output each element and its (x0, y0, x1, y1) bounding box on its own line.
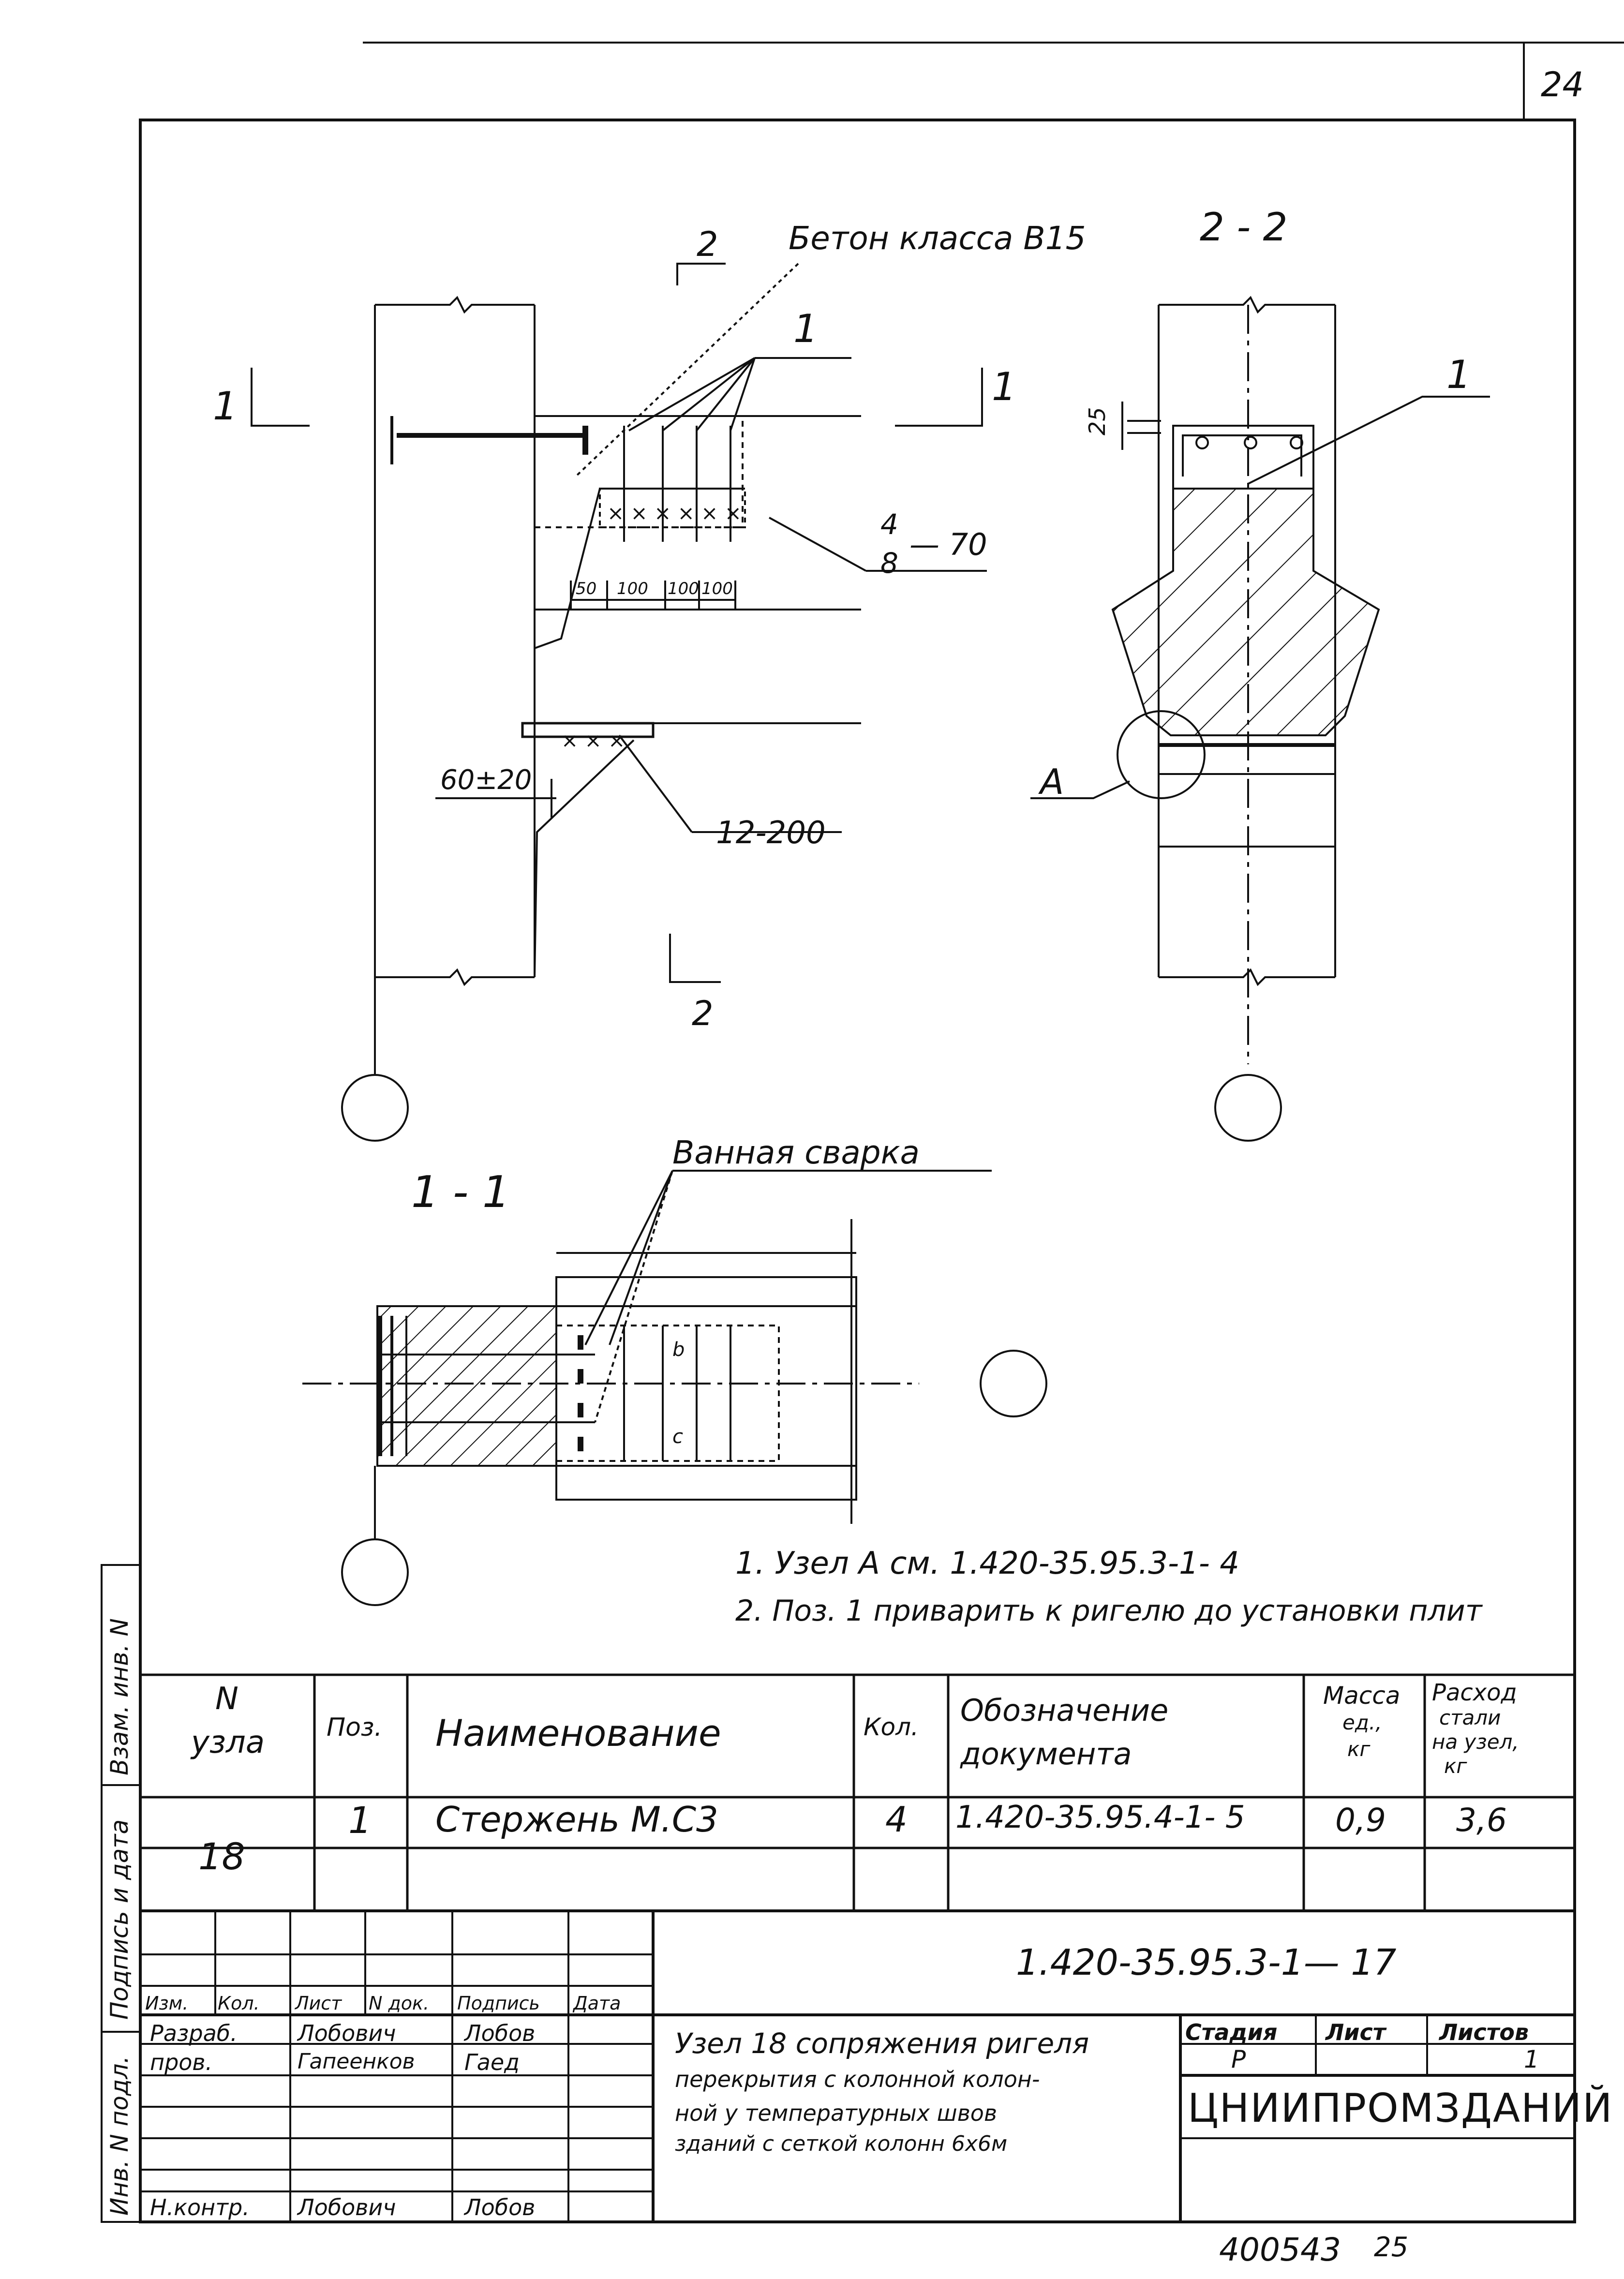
row-node: 18 (198, 1835, 245, 1878)
svg-text:× × × × × ×: × × × × × × (607, 501, 742, 525)
section-1-mark-right: 1 (992, 364, 1016, 409)
organization-name: ЦНИИПРОМЗДАНИЙ (1188, 2085, 1613, 2131)
hdr-mass-2: ед., (1342, 1711, 1382, 1734)
stamp-number: 400543 (1219, 2231, 1341, 2268)
section-1-1-view (302, 1170, 1047, 1606)
hdr-pos: Поз. (327, 1713, 383, 1742)
row-steel: 3,6 (1456, 1802, 1507, 1839)
hdr-node-n: N (215, 1681, 238, 1717)
hdr-node-uzla: узла (191, 1725, 265, 1760)
position-leader-1: 1 (793, 306, 818, 351)
norm-control-sign: Лобов (464, 2194, 536, 2220)
sheets-count: 1 (1524, 2045, 1539, 2073)
section-2-2-title: 2 - 2 (1200, 205, 1288, 250)
checker-name: Гапеенков (298, 2049, 415, 2074)
svg-text:× × ×: × × × (561, 729, 625, 752)
row-mass: 0,9 (1335, 1802, 1386, 1839)
spacing-100-b: 100 (668, 579, 699, 598)
developer-sign: Лобов (464, 2020, 536, 2046)
side-sign-date-label: Подпись и дата (105, 1819, 134, 2020)
node-A-label: A (1040, 761, 1064, 802)
rev-hdr-list: Лист (295, 1993, 342, 2014)
hdr-name: Наименование (435, 1712, 721, 1755)
doc-code: 1.420-35.95.3-1— 17 (1016, 1942, 1397, 1983)
elevation-view: × × × × × × × × × (251, 263, 987, 1142)
weld-fraction-den: 8 (880, 547, 898, 580)
title-block-grid (140, 1911, 1575, 2222)
note-2: 2. Поз. 1 приварить к ригелю до установк… (735, 1594, 1482, 1628)
hdr-mass-3: кг (1347, 1737, 1371, 1761)
rebar-b: b (672, 1339, 685, 1361)
row-pos: 1 (348, 1799, 372, 1842)
rev-hdr-sign: Подпись (457, 1993, 540, 2014)
bath-weld-label: Ванная сварка (672, 1134, 920, 1171)
sheet-label: Лист (1326, 2019, 1386, 2045)
section-2-mark-bottom: 2 (692, 994, 714, 1033)
rev-hdr-izm: Изм. (145, 1993, 189, 2014)
desc-line-4: зданий с сеткой колонн 6х6м (675, 2131, 1008, 2156)
hdr-doc-1: Обозначение (960, 1693, 1169, 1728)
role-checker: пров. (150, 2049, 213, 2075)
spacing-100-a: 100 (617, 579, 648, 598)
developer-name: Лобович (298, 2020, 396, 2046)
row-qty: 4 (885, 1799, 908, 1840)
rebar-c: c (672, 1426, 683, 1448)
rev-hdr-kol: Кол. (218, 1993, 260, 2014)
page-number: 24 (1541, 65, 1584, 104)
weld-fraction-num: 4 (880, 508, 898, 541)
stage-value: Р (1231, 2045, 1246, 2073)
dim-25: 25 (1084, 407, 1110, 435)
desc-line-2: перекрытия с колонной колон- (675, 2066, 1040, 2092)
hdr-steel-2: стали (1439, 1706, 1501, 1729)
checker-sign: Гаед (464, 2049, 520, 2075)
stamp-suffix: 25 (1374, 2232, 1409, 2263)
rev-hdr-ndok: N док. (369, 1993, 430, 2014)
weld-length: — 70 (909, 527, 987, 562)
section-1-1-title: 1 - 1 (411, 1167, 510, 1218)
note-1: 1. Узел A см. 1.420-35.95.3-1- 4 (735, 1546, 1239, 1581)
row-doc: 1.420-35.95.4-1- 5 (955, 1800, 1245, 1835)
side-stamp-frame (101, 1564, 140, 2223)
side-inv-label: Инв. N подл. (105, 2056, 134, 2216)
desc-line-3: ной у температурных швов (675, 2100, 998, 2126)
concrete-label: Бетон класса B15 (789, 220, 1086, 257)
row-name: Стержень М.С3 (435, 1799, 718, 1840)
hdr-steel-4: кг (1444, 1754, 1467, 1778)
spacing-100-c: 100 (701, 579, 733, 598)
page-frame (139, 119, 1576, 2223)
spec-table-grid (140, 1673, 1575, 1912)
weld-12-200: 12-200 (716, 815, 826, 851)
sheets-label: Листов (1439, 2019, 1529, 2045)
side-replace-inv-label: Взам. инв. N (105, 1618, 134, 1775)
hdr-steel-3: на узел, (1432, 1730, 1519, 1754)
role-developer: Разраб. (150, 2020, 238, 2046)
hdr-doc-2: документа (960, 1736, 1132, 1772)
rev-hdr-date: Дата (573, 1993, 621, 2014)
spacing-50: 50 (576, 579, 597, 598)
section-1-mark-left: 1 (213, 384, 238, 429)
hdr-steel-1: Расход (1432, 1679, 1517, 1706)
desc-line-1: Узел 18 сопряжения ригеля (675, 2027, 1089, 2060)
hdr-mass-1: Масса (1323, 1682, 1401, 1710)
section-2-2-view (1030, 296, 1490, 1142)
hdr-qty: Кол. (864, 1713, 919, 1741)
position-leader-2: 1 (1446, 352, 1471, 397)
stage-label: Стадия (1185, 2019, 1278, 2045)
dim-60-20: 60±20 (440, 764, 532, 796)
role-norm-control: Н.контр. (150, 2194, 250, 2220)
section-2-mark-top: 2 (697, 224, 718, 264)
norm-control-name: Лобович (298, 2194, 396, 2220)
